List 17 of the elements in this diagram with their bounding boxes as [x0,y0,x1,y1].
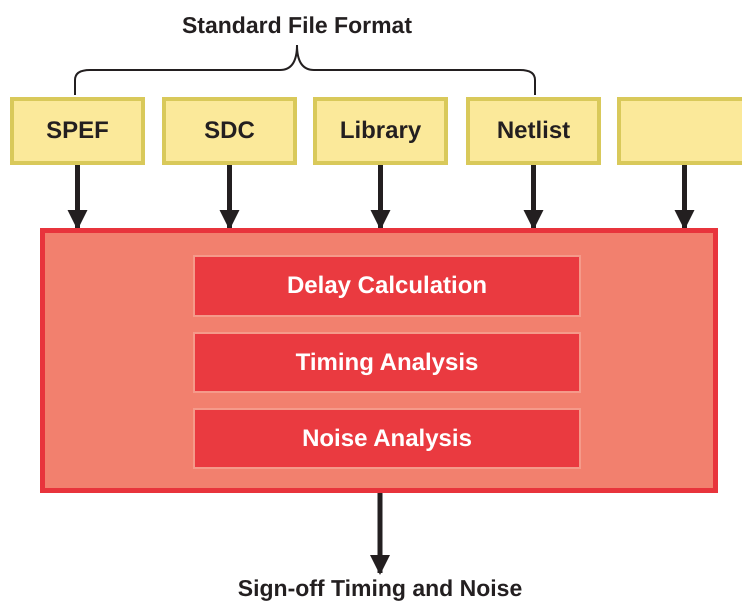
arrow [370,165,390,230]
process-box: Noise Analysis [193,408,581,469]
engine-box [40,228,718,493]
process-box: Delay Calculation [193,255,581,317]
arrow [220,165,240,230]
arrow [674,165,694,230]
process-box: Timing Analysis [193,332,581,393]
arrow [68,165,88,230]
arrow [524,165,544,230]
input-box: SDC [162,97,297,165]
input-box: Library [313,97,448,165]
input-box [617,97,742,165]
input-box: SPEF [10,97,145,165]
arrow [370,493,390,575]
input-box: Netlist [466,97,601,165]
output-text: Sign-off Timing and Noise [180,573,580,603]
group-heading: Standard File Format [180,10,414,40]
